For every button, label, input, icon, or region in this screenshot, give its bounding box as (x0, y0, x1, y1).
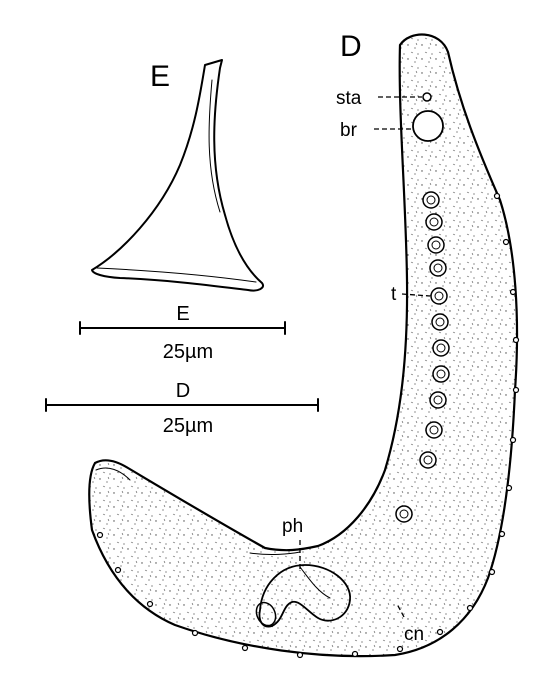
testis (431, 313, 449, 331)
label-pharynx: ph (282, 516, 303, 537)
worm-body (88, 33, 519, 658)
testis (432, 365, 450, 383)
statocyst-drawing (422, 92, 432, 102)
label-cnidosacs: cn (404, 624, 424, 645)
testis (419, 451, 437, 469)
testis (429, 259, 447, 277)
testis (422, 191, 440, 209)
label-testes: t (391, 284, 397, 305)
testis (432, 339, 450, 357)
pharynx-drawing (255, 564, 351, 628)
scale-bar-d-length: 25µm (163, 415, 213, 437)
label-brain: br (340, 120, 358, 141)
testis (429, 391, 447, 409)
cnidosacs (96, 192, 520, 659)
testes-row (395, 191, 450, 523)
panel-label-d: D (340, 30, 362, 63)
panel-label-e: E (150, 60, 170, 93)
testis (395, 505, 413, 523)
stylet-drawing (91, 59, 264, 292)
brain-drawing (412, 110, 444, 142)
scale-bar-d (45, 398, 319, 412)
testis (425, 213, 443, 231)
testis (427, 236, 445, 254)
scale-bar-e (79, 321, 286, 335)
label-statocyst: sta (336, 88, 362, 109)
scale-bar-e-label: E (176, 303, 189, 325)
scale-bar-d-label: D (176, 380, 190, 402)
testis (425, 421, 443, 439)
testis (430, 287, 448, 305)
leader-lines (299, 96, 431, 618)
scale-bar-e-length: 25µm (163, 341, 213, 363)
